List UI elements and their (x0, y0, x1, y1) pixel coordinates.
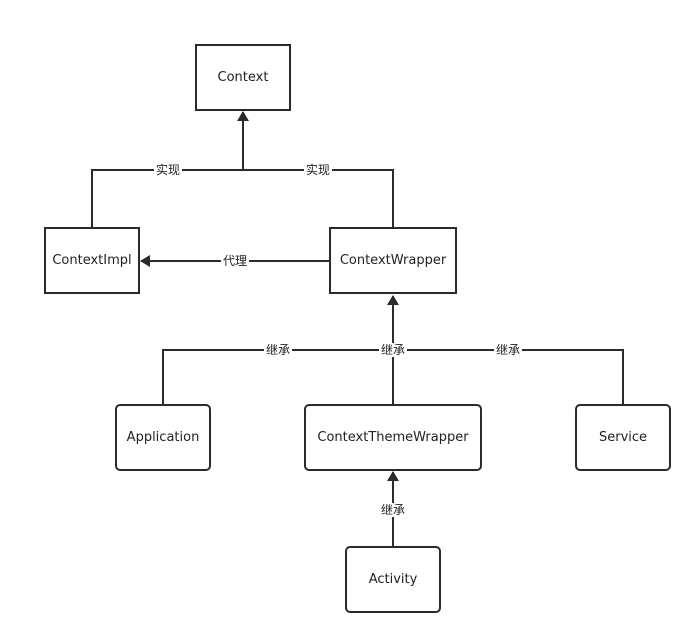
impl-to-context-label: 实现 (153, 163, 183, 177)
application-node-label: Application (126, 430, 200, 445)
wrapper-to-context-line (243, 169, 394, 228)
wrapper-to-context-label: 实现 (303, 163, 333, 177)
service-inherit-label: 继承 (493, 343, 523, 357)
activity-node-label: Activity (368, 572, 418, 587)
context-impl-node: ContextImpl (44, 227, 140, 294)
application-node: Application (115, 404, 211, 471)
context-node: Context (195, 44, 291, 111)
delegate-label: 代理 (220, 254, 250, 268)
service-node-label: Service (598, 430, 648, 445)
context-theme-wrapper-node: ContextThemeWrapper (304, 404, 482, 471)
activity-node: Activity (345, 546, 441, 613)
context-theme-wrapper-node-label: ContextThemeWrapper (317, 430, 469, 445)
context-wrapper-node-label: ContextWrapper (339, 253, 447, 268)
context-impl-node-label: ContextImpl (52, 253, 132, 268)
context-wrapper-node: ContextWrapper (329, 227, 457, 294)
theme-wrapper-inherit-label: 继承 (378, 343, 408, 357)
activity-inherit-label: 继承 (378, 503, 408, 517)
application-inherit-label: 继承 (263, 343, 293, 357)
impl-to-context-line (91, 169, 243, 228)
service-inherit-line (393, 349, 624, 405)
application-inherit-line (162, 349, 393, 405)
context-node-label: Context (217, 70, 269, 85)
service-node: Service (575, 404, 671, 471)
